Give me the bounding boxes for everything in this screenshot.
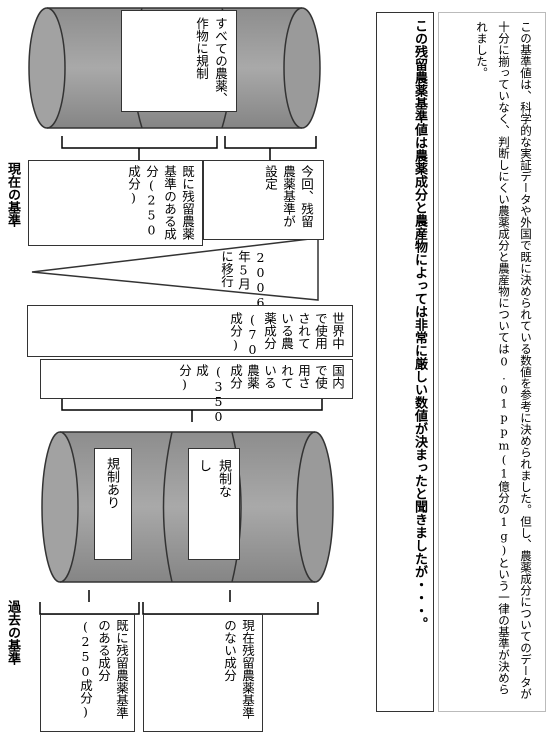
past-none-bracket xyxy=(142,590,319,615)
all-regulated-box: すべての農薬、作物に規制 xyxy=(121,10,237,112)
regulated-box: 規制あり xyxy=(94,448,132,560)
existing-components-box: 既に残留農薬基準のある成分(250成分) xyxy=(28,160,203,246)
new-bracket xyxy=(224,136,317,160)
headline-box: この残留農薬基準値は農薬成分と農産物によっては非常に厳しい数値が決まったと聞きま… xyxy=(376,12,434,712)
unregulated-box: 規制なし xyxy=(188,448,240,560)
existing-bracket xyxy=(61,136,218,160)
transition-arrow xyxy=(31,237,319,301)
domestic-bracket xyxy=(61,398,323,422)
domestic-components-box: 国内で使用されている農薬成分(350成分) xyxy=(40,359,353,424)
past-no-standard-box: 現在残留農薬基準のない成分 xyxy=(143,614,263,732)
past-existing-box: 既に残留農薬基準のある成分(250成分) xyxy=(40,614,135,732)
past-existing-bracket xyxy=(39,590,140,615)
past-standard-label: 過去の基準 xyxy=(5,600,20,665)
explanation-box: この基準値は、科学的な実証データや外国で既に決められている数値を参考に決められま… xyxy=(438,12,546,712)
transition-label: 2006年5月に移行 xyxy=(219,250,268,310)
new-components-box: 今回、残留農薬基準が設定 xyxy=(203,160,324,240)
current-standard-label: 現在の基準 xyxy=(5,162,20,227)
world-components-box: 世界中で使用されている農薬成分(700成分) xyxy=(27,305,353,372)
